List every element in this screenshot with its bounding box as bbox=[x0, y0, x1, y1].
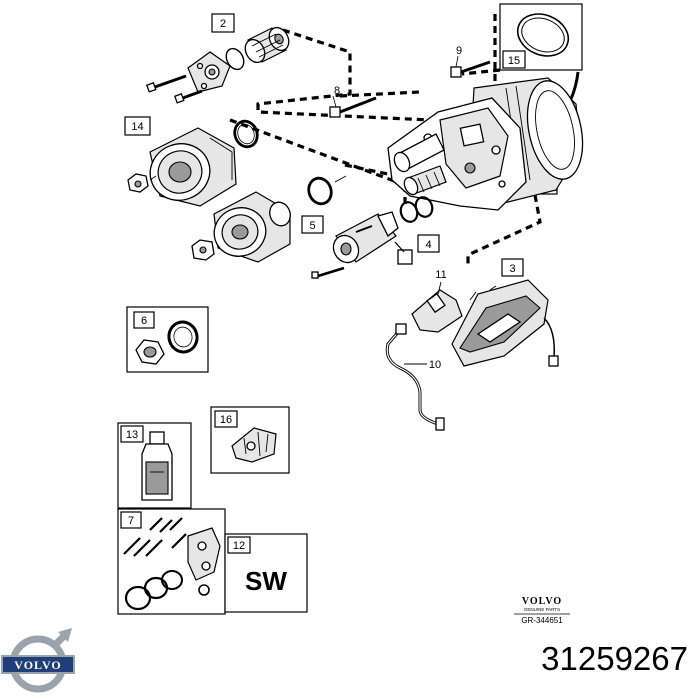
svg-text:11: 11 bbox=[435, 269, 446, 281]
svg-text:6: 6 bbox=[141, 315, 147, 327]
part-11-sensor bbox=[411, 281, 463, 333]
svg-text:16: 16 bbox=[220, 414, 232, 426]
part-8-bolt bbox=[329, 95, 377, 118]
svg-text:4: 4 bbox=[425, 239, 431, 251]
stamp-subtitle: GENUINE PARTS bbox=[524, 607, 560, 612]
svg-text:9: 9 bbox=[456, 45, 462, 57]
part-7-kit-inset: 7 bbox=[117, 508, 226, 615]
svg-text:13: 13 bbox=[126, 429, 138, 441]
stamp-brand: VOLVO bbox=[522, 596, 562, 607]
callout-5: 5 bbox=[301, 215, 324, 234]
part-10-cable bbox=[385, 323, 445, 431]
part-1-pump-body bbox=[387, 77, 584, 223]
callout-14: 14 bbox=[124, 116, 151, 136]
svg-text:12: 12 bbox=[233, 540, 245, 552]
logo-text: VOLVO bbox=[14, 658, 61, 672]
volvo-logo: VOLVO bbox=[1, 628, 75, 693]
callout-2: 2 bbox=[211, 13, 235, 33]
svg-text:10: 10 bbox=[429, 359, 441, 371]
part-16-inset: 16 bbox=[210, 406, 290, 474]
callout-10-label: 10 bbox=[404, 359, 441, 371]
part-13-inset: 13 bbox=[117, 422, 192, 509]
callout-8-label: 8 bbox=[334, 85, 340, 97]
part-12-software-inset: 12 SW bbox=[224, 533, 308, 613]
sw-label: SW bbox=[245, 566, 287, 596]
svg-text:7: 7 bbox=[128, 515, 134, 527]
callout-4: 4 bbox=[417, 234, 440, 253]
svg-text:14: 14 bbox=[131, 121, 143, 133]
svg-text:2: 2 bbox=[220, 18, 226, 30]
callout-11-label: 11 bbox=[435, 269, 446, 281]
svg-text:8: 8 bbox=[334, 85, 340, 97]
part-9-bolt bbox=[450, 55, 491, 78]
part-6-inset: 6 bbox=[126, 306, 209, 373]
svg-text:15: 15 bbox=[508, 55, 520, 67]
part-14-housing bbox=[127, 119, 259, 207]
callout-9-label: 9 bbox=[456, 45, 462, 57]
svg-text:3: 3 bbox=[509, 263, 515, 275]
part-2-filter-assembly bbox=[145, 26, 290, 104]
stamp-ref: GR-344651 bbox=[521, 616, 563, 625]
svg-text:5: 5 bbox=[309, 220, 315, 232]
volvo-stamp: VOLVO GENUINE PARTS GR-344651 bbox=[514, 596, 570, 625]
callout-3: 3 bbox=[501, 258, 524, 277]
part-4-motor bbox=[311, 211, 413, 279]
part-number: 31259267 bbox=[541, 640, 688, 677]
part-3-control-module bbox=[451, 279, 559, 367]
part-5-hub bbox=[191, 175, 347, 263]
